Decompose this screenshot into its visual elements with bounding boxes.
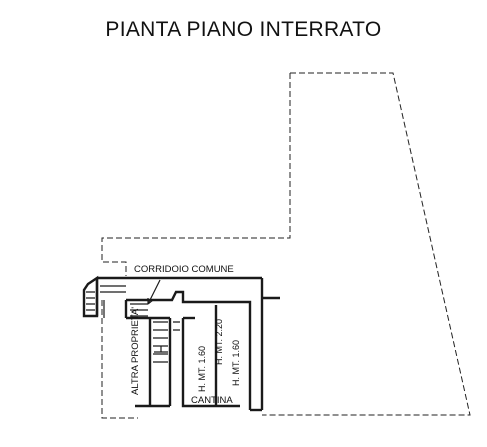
property-boundary-left bbox=[101, 300, 138, 419]
label-other-property: ALTRA PROPRIETA' bbox=[130, 307, 141, 395]
label-height-3: H. MT. 1.60 bbox=[231, 340, 241, 386]
plan-title: PIANTA PIANO INTERRATO bbox=[105, 18, 382, 41]
walls bbox=[95, 276, 280, 412]
corridor-leader-head bbox=[147, 298, 154, 305]
label-height-2: H. MT. 2.20 bbox=[214, 319, 224, 365]
property-boundary bbox=[101, 72, 471, 416]
label-height-1: H. MT. 1.60 bbox=[197, 346, 207, 392]
corridor-leader bbox=[147, 279, 161, 305]
staircase bbox=[82, 275, 180, 363]
label-cellar: CANTINA bbox=[191, 395, 233, 406]
label-corridor: CORRIDOIO COMUNE bbox=[134, 264, 234, 275]
